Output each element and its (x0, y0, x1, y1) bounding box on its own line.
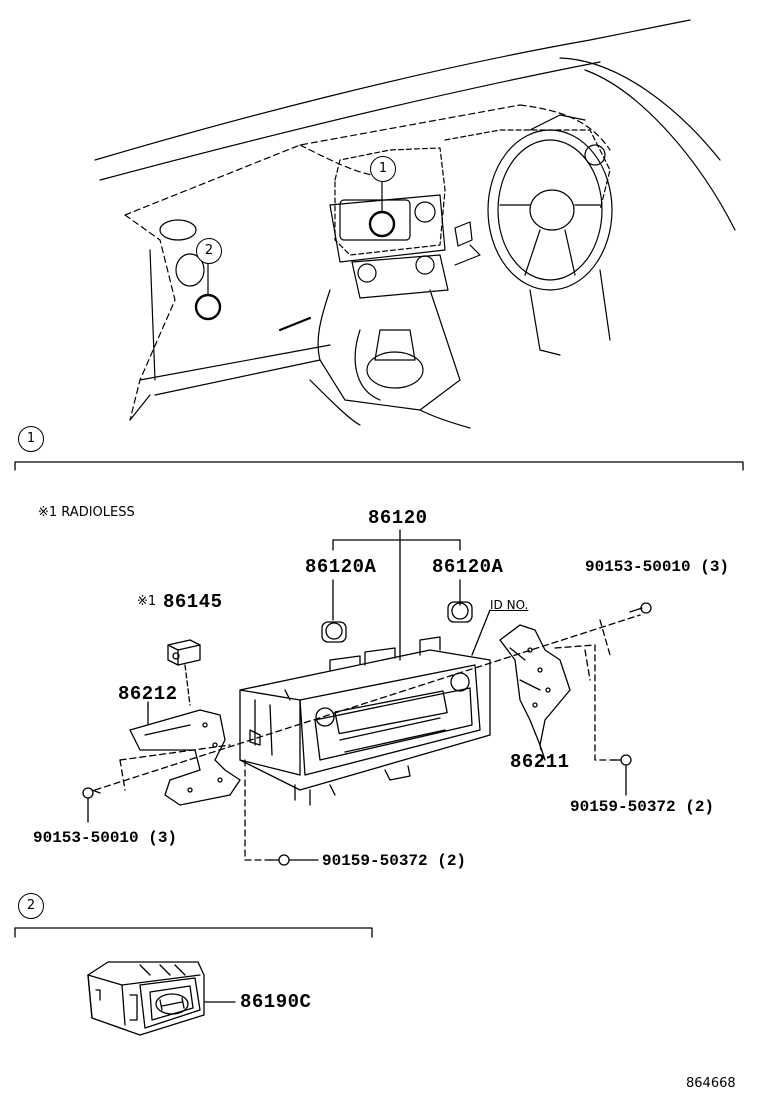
label-90159-bottom-center: 90159-50372 (2) (322, 852, 467, 870)
switch-86145-drawing (167, 639, 201, 666)
label-86211: 86211 (510, 751, 570, 773)
screw-bottom-right-drawing (611, 754, 632, 796)
section1-divider (14, 461, 744, 471)
label-90153-top-right: 90153-50010 (3) (585, 558, 730, 576)
label-86190c: 86190C (240, 991, 312, 1013)
label-86212: 86212 (118, 683, 178, 705)
screw-top-right-drawing (629, 602, 652, 614)
label-86145: 86145 (163, 591, 223, 613)
figure-code: 864668 (686, 1076, 736, 1091)
bracket-right-drawing (499, 624, 571, 746)
bracket-left-drawing (129, 709, 241, 806)
overview-marker-2: 2 (196, 238, 222, 264)
label-86120a-right: 86120A (432, 556, 504, 578)
switch-note-marker: ※1 (137, 594, 157, 609)
screw-bottom-center-drawing (269, 854, 319, 866)
overview-marker-1: 1 (370, 156, 396, 182)
id-no-label: ID NO. (490, 598, 529, 612)
audio-unit-drawing (239, 636, 491, 806)
section2-divider (14, 927, 373, 938)
knob-right-drawing (447, 601, 473, 623)
radioless-note: ※1 RADIOLESS (38, 505, 135, 520)
label-90153-bottom-left: 90153-50010 (3) (33, 829, 178, 847)
section1-marker: 1 (18, 426, 44, 452)
label-90159-bottom-right: 90159-50372 (2) (570, 798, 715, 816)
dashboard-overview (94, 19, 736, 429)
knob-left-drawing (321, 621, 347, 643)
switch-86190c-drawing (87, 961, 205, 1036)
screw-bottom-left-drawing (82, 787, 101, 823)
label-86120a-left: 86120A (305, 556, 377, 578)
label-86120: 86120 (368, 507, 428, 529)
section2-marker: 2 (18, 893, 44, 919)
